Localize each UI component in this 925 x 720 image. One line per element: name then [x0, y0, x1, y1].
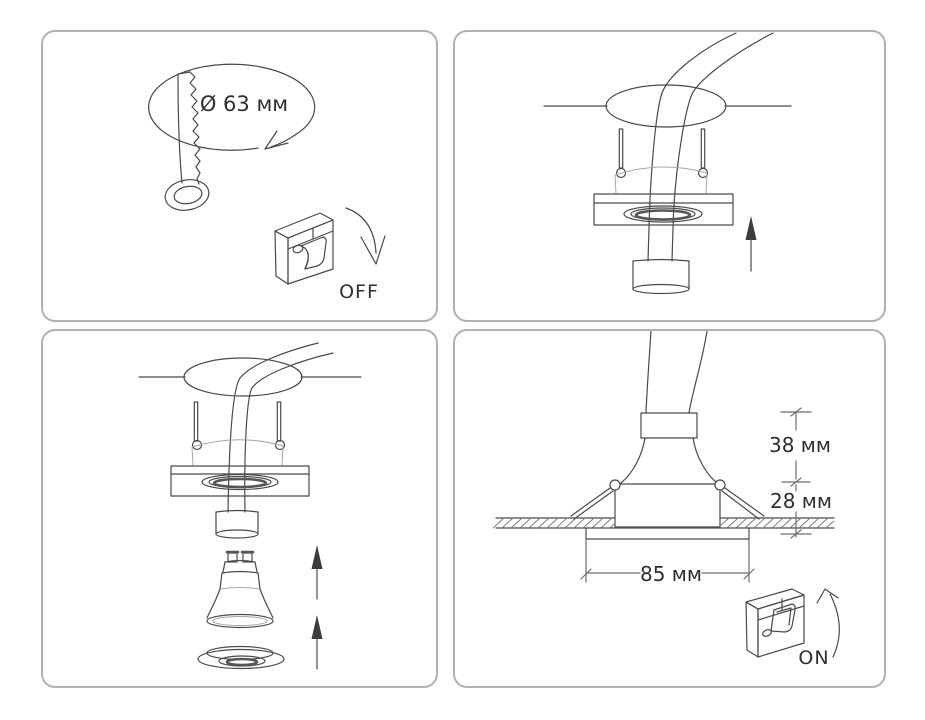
push-up-arrow-icon: [745, 216, 757, 272]
turn-on-arrow-icon: [816, 588, 840, 658]
power-cable: [645, 331, 708, 414]
panel-step-1-cut-hole: Ø 63 мм OFF: [41, 30, 438, 322]
panel-step-2-insert-housing: [453, 30, 886, 322]
lamp-connector-block: [215, 509, 259, 539]
lamp-connector-block: [640, 412, 698, 439]
trim-diameter-label: 85 мм: [640, 562, 702, 586]
height-above-ceiling-label: 38 мм: [769, 433, 831, 457]
fixture-frame: [170, 465, 310, 497]
turn-off-arrow-icon: [345, 207, 386, 265]
light-switch-on-icon: [745, 588, 805, 658]
light-switch-off-icon: [274, 212, 334, 285]
fixture-frame: [593, 193, 734, 226]
keyhole-saw-icon: [164, 71, 210, 211]
gu10-bulb: [206, 550, 274, 629]
lamp-body: [614, 437, 721, 528]
step-1-drawing: Ø 63 мм OFF: [148, 63, 386, 303]
switch-state-off-label: OFF: [339, 281, 379, 303]
trim-ring: [585, 527, 750, 540]
spring-clips: [570, 479, 765, 520]
lamp-connector-block: [632, 258, 690, 295]
ceiling-hole: [138, 357, 362, 397]
cut-circle: [148, 63, 316, 151]
step-2-drawing: [543, 32, 792, 295]
step-3-drawing: [138, 342, 362, 670]
switch-state-on-label: ON: [798, 647, 829, 669]
step-4-drawing: 38 мм 28 мм 85 мм ON: [492, 331, 840, 669]
recess-depth-label: 28 мм: [770, 489, 832, 513]
panel-step-3-insert-lamp: [41, 329, 438, 688]
rotation-arrow-icon: [264, 130, 289, 150]
power-cable: [647, 32, 774, 262]
housing-dome: [614, 166, 708, 195]
housing-dome: [191, 439, 284, 467]
spring-clip-pins: [191, 401, 286, 451]
dimension-trim-width: [580, 539, 755, 583]
ceiling-hole: [543, 84, 792, 128]
panel-step-4-dimensions: 38 мм 28 мм 85 мм ON: [453, 329, 886, 688]
power-cable: [227, 342, 334, 513]
push-up-arrow-icon-2: [311, 615, 323, 670]
push-up-arrow-icon: [311, 545, 323, 600]
dimension-height-above-ceiling: [780, 407, 812, 539]
hole-diameter-label: Ø 63 мм: [200, 92, 288, 116]
trim-ring: [197, 645, 285, 670]
ceiling-cross-section: [492, 517, 835, 529]
